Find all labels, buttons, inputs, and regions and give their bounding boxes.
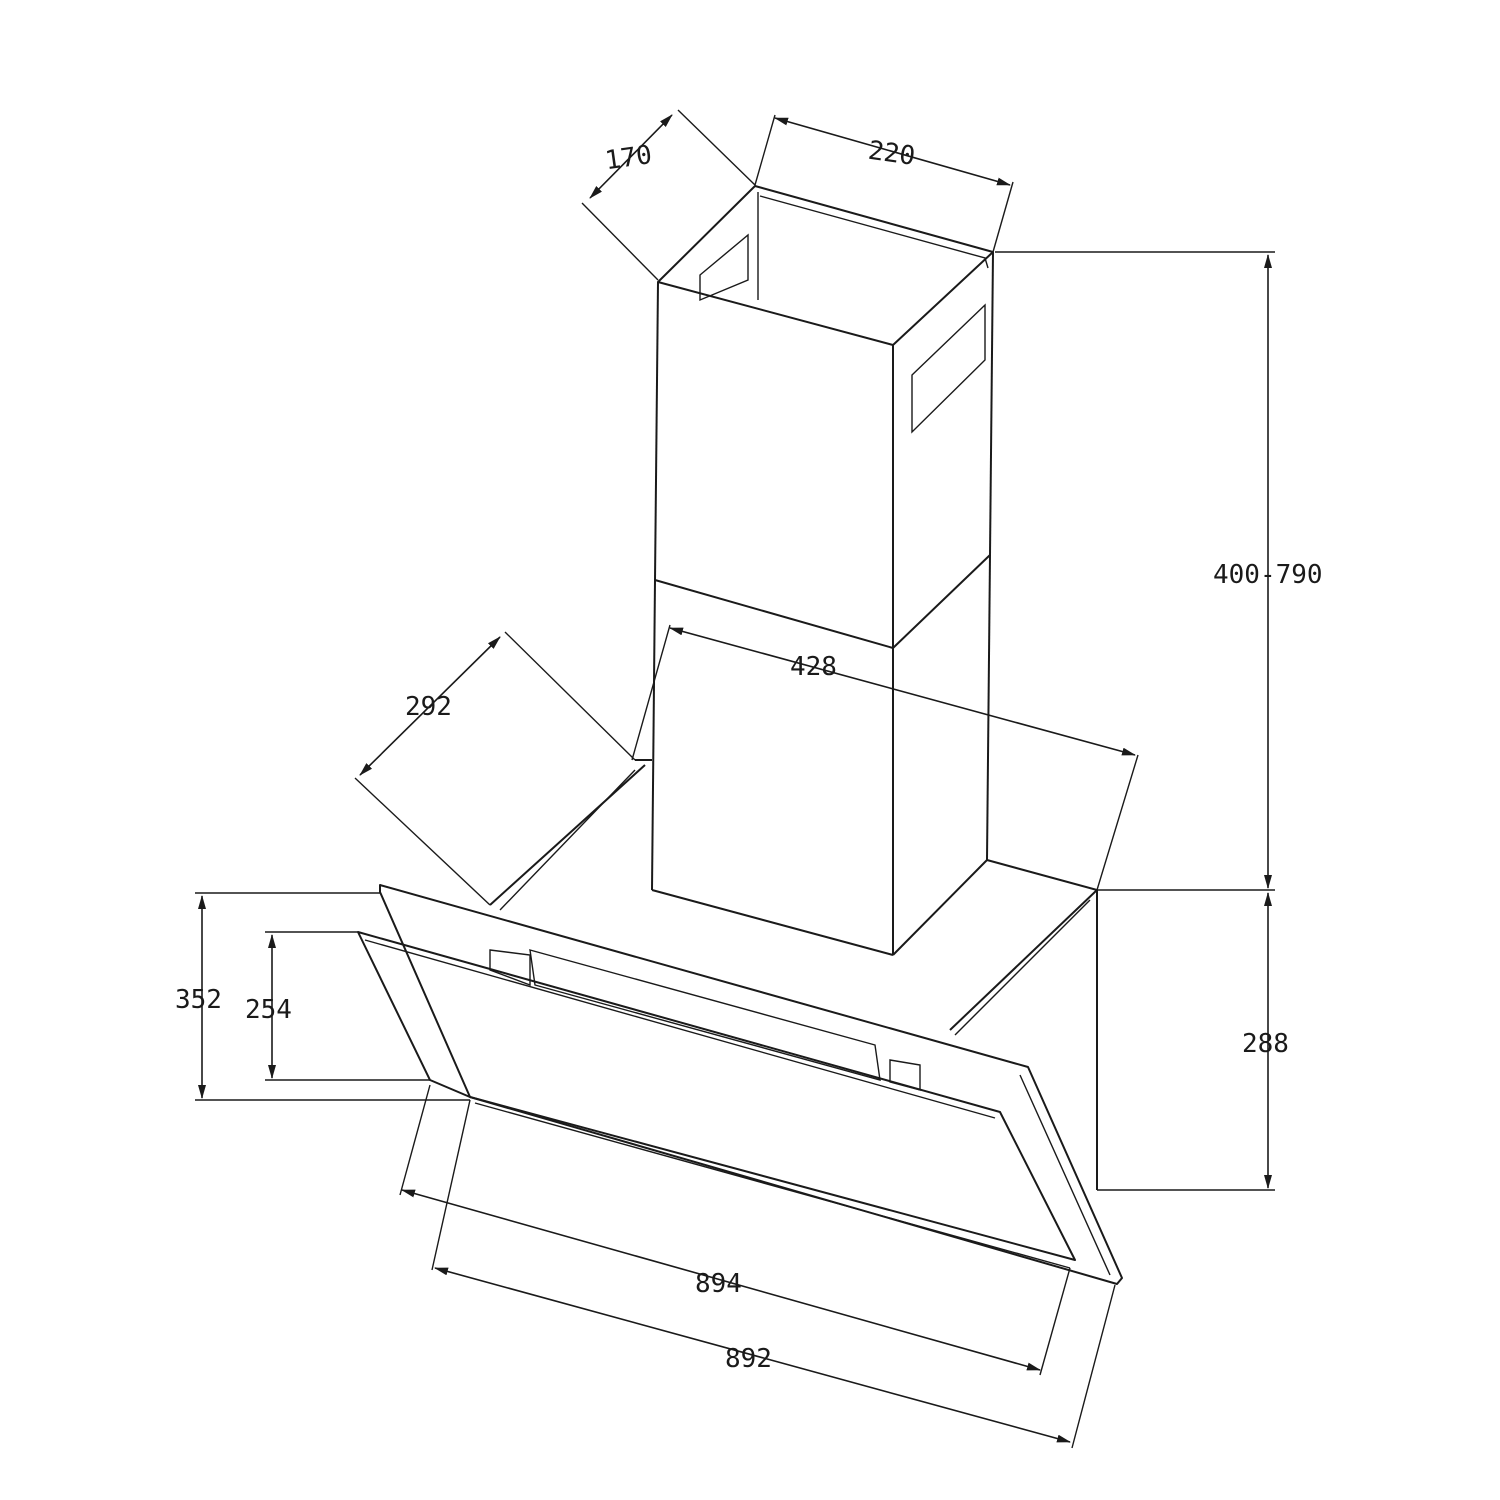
dim-label-body-width: 428 <box>790 652 837 682</box>
dim-label-chimney-height: 400-790 <box>1213 560 1323 590</box>
hood-body <box>489 759 1098 1190</box>
vent-slots-right <box>911 303 986 434</box>
dim-label-body-height: 288 <box>1242 1029 1289 1059</box>
vent-slots-left <box>699 233 749 302</box>
dim-label-chimney-width: 220 <box>866 136 917 172</box>
lower-chimney <box>651 554 991 956</box>
upper-chimney <box>654 185 994 649</box>
dimension-lines <box>195 109 1275 1449</box>
dim-label-panel-inner-height: 254 <box>245 995 292 1025</box>
dim-label-glass-outer-width: 892 <box>725 1344 772 1374</box>
control-strip <box>489 949 921 1091</box>
dim-label-chimney-depth: 170 <box>603 140 654 176</box>
dim-label-glass-inner-width: 894 <box>695 1269 742 1299</box>
dim-label-panel-outer-height: 352 <box>175 985 222 1015</box>
dim-label-body-depth: 292 <box>405 692 452 722</box>
glass-panel <box>357 884 1123 1285</box>
